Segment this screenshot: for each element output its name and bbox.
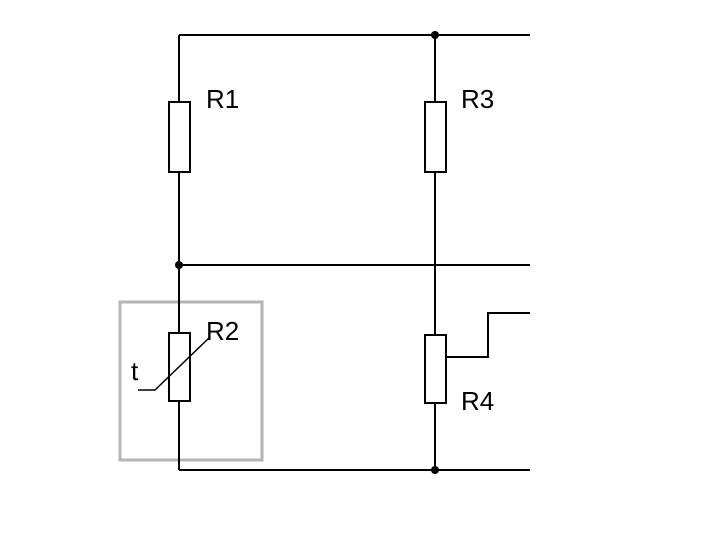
- junction-dot-middle-left: [175, 261, 183, 269]
- label-t: t: [131, 356, 139, 386]
- r4-wiper-wire: [447, 312, 530, 358]
- label-r3: R3: [461, 84, 494, 114]
- junction-dot-top-right: [431, 31, 439, 39]
- resistor-r1: [168, 101, 191, 173]
- resistor-r3: [424, 101, 447, 173]
- label-r4: R4: [461, 386, 494, 416]
- label-r2: R2: [206, 316, 239, 346]
- thermistor-slash: [138, 336, 211, 391]
- sensor-enclosure: [118, 300, 264, 462]
- label-r1: R1: [206, 84, 239, 114]
- potentiometer-r4: [424, 334, 447, 404]
- junction-dot-bottom-right: [431, 466, 439, 474]
